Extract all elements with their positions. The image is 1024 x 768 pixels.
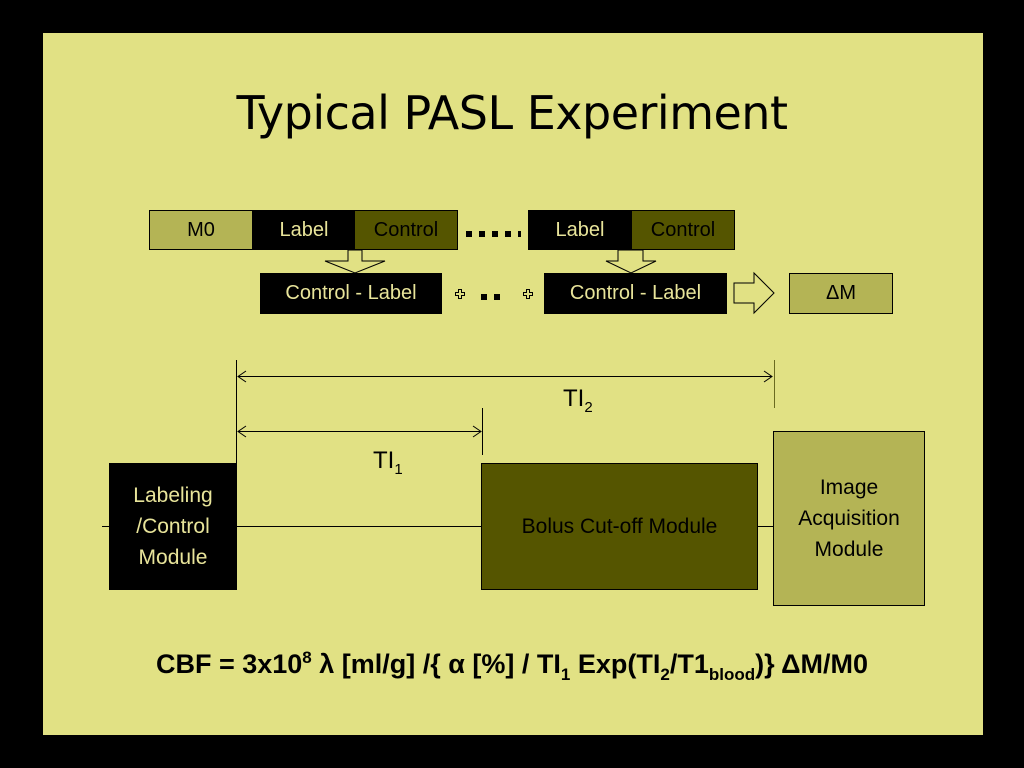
control-text-1: Control <box>373 218 439 241</box>
control-box-1: Control <box>354 210 458 250</box>
label-box-1: Label <box>253 210 355 250</box>
label-text-2: Label <box>555 218 605 241</box>
difference-text-2: Control - Label <box>569 282 702 304</box>
module-text: Bolus Cut-off Module <box>521 515 718 538</box>
slide-title: Typical PASL Experiment <box>236 86 788 140</box>
image-acquisition-module: Image Acquisition Module <box>773 431 925 606</box>
module-text-line: Module <box>814 538 884 561</box>
slide-background <box>43 33 983 735</box>
delta-m-box: ΔM <box>789 273 893 314</box>
difference-text-1: Control - Label <box>285 282 417 304</box>
module-text-line: Labeling <box>133 484 213 507</box>
delta-m-text: ΔM <box>825 282 857 304</box>
module-text-line: /Control <box>136 515 210 538</box>
difference-box-2: Control - Label <box>544 273 727 314</box>
label-box-2: Label <box>528 210 632 250</box>
plus-icon <box>455 289 465 299</box>
down-arrow-icon <box>605 249 657 274</box>
ti2-label: TI2 <box>563 385 593 416</box>
m0-label: M0 <box>187 218 215 241</box>
control-text-2: Control <box>650 218 716 241</box>
cbf-formula: CBF = 3x108 λ [ml/g] /{ α [%] / TI1 Exp(… <box>155 648 869 684</box>
module-text-line: Acquisition <box>798 507 900 530</box>
bolus-cutoff-module: Bolus Cut-off Module <box>481 463 758 590</box>
labeling-control-module: Labeling /Control Module <box>109 463 237 590</box>
ti1-label: TI1 <box>373 447 403 478</box>
down-arrow-icon <box>324 249 386 274</box>
module-text-line: Module <box>138 546 208 569</box>
difference-box-1: Control - Label <box>260 273 442 314</box>
module-text-line: Image <box>819 476 879 499</box>
label-text-1: Label <box>279 218 329 241</box>
control-box-2: Control <box>631 210 735 250</box>
right-arrow-icon <box>733 271 775 315</box>
m0-box: M0 <box>149 210 253 250</box>
plus-icon <box>523 289 533 299</box>
